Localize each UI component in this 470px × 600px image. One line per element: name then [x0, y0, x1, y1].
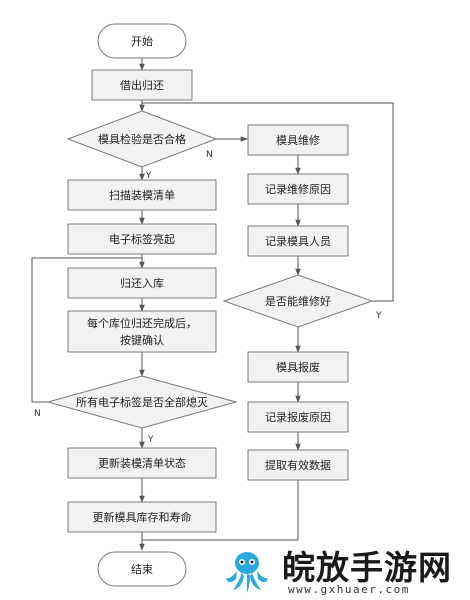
update-inventory-label: 更新模具库存和寿命 — [93, 510, 192, 524]
repair-ok-decision: 是否能维修好 — [222, 274, 374, 328]
return-storage-node: 归还入库 — [67, 267, 217, 299]
record-repair-staff-label: 记录模具人员 — [265, 235, 331, 248]
all-labels-off-decision: 所有电子标签是否全部熄灭 — [46, 375, 238, 429]
update-status-node: 更新装模清单状态 — [67, 447, 217, 479]
end-label: 结束 — [131, 563, 153, 576]
confirm-node: 每个库位归还完成后， 按键确认 — [67, 310, 217, 353]
record-scrap-reason-label: 记录报废原因 — [265, 410, 331, 424]
all-labels-off-label: 所有电子标签是否全部熄灭 — [76, 395, 208, 409]
repair-ok-label: 是否能维修好 — [265, 294, 331, 308]
record-repair-reason-label: 记录维修原因 — [265, 182, 331, 196]
borrow-return-node: 借出归还 — [91, 69, 193, 101]
mold-scrap-node: 模具报废 — [247, 351, 349, 383]
labels-off-yes-label: Y — [147, 435, 154, 445]
borrow-return-label: 借出归还 — [120, 78, 164, 92]
confirm-label-line2: 按键确认 — [120, 333, 164, 347]
e-label-node: 电子标签亮起 — [67, 223, 217, 255]
start-label: 开始 — [131, 34, 153, 48]
arrow-repair-yes-loop — [142, 102, 394, 302]
inspection-decision: 模具检验是否合格 — [66, 110, 218, 168]
start-node: 开始 — [97, 23, 187, 59]
inspection-label: 模具检验是否合格 — [98, 132, 186, 146]
mold-repair-label: 模具维修 — [276, 133, 320, 147]
watermark-title: 皖放手游网 — [282, 548, 452, 587]
extract-data-node: 提取有效数据 — [247, 449, 349, 481]
update-status-label: 更新装模清单状态 — [98, 456, 186, 470]
confirm-label-line1: 每个库位归还完成后， — [87, 316, 197, 330]
scan-checklist-node: 扫描装模清单 — [67, 179, 217, 211]
arrow-extract-to-end — [142, 480, 299, 541]
scan-checklist-label: 扫描装模清单 — [109, 188, 175, 202]
labels-off-no-label: N — [34, 409, 41, 419]
watermark — [218, 542, 468, 600]
repair-yes-label: Y — [375, 311, 382, 321]
record-repair-reason-node: 记录维修原因 — [247, 173, 349, 205]
octopus-logo-icon — [226, 552, 268, 593]
extract-data-label: 提取有效数据 — [265, 458, 331, 472]
mold-repair-node: 模具维修 — [247, 124, 349, 156]
mold-scrap-label: 模具报废 — [276, 360, 320, 374]
watermark-url: www.gxhuaer.com — [288, 583, 410, 596]
return-storage-label: 归还入库 — [120, 276, 164, 290]
record-repair-staff-node: 记录模具人员 — [247, 225, 349, 257]
update-inventory-node: 更新模具库存和寿命 — [67, 501, 217, 533]
end-node: 结束 — [97, 551, 187, 587]
inspection-yes-label: Y — [145, 171, 152, 181]
e-label-label: 电子标签亮起 — [109, 232, 175, 246]
inspection-no-label: N — [206, 150, 213, 160]
connectors — [31, 58, 394, 551]
record-scrap-reason-node: 记录报废原因 — [247, 401, 349, 433]
